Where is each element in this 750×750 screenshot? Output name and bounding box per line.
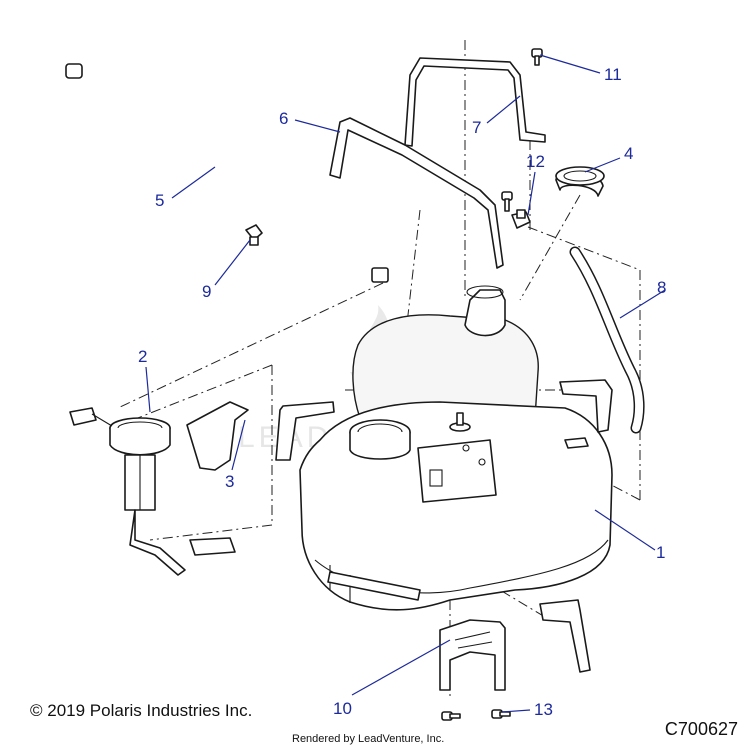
callout-5: 5 bbox=[155, 191, 164, 210]
callout-11: 11 bbox=[604, 65, 622, 84]
part-6-tank-strap bbox=[329, 117, 504, 269]
part-1-fuel-tank-back bbox=[352, 285, 539, 419]
callout-9: 9 bbox=[202, 282, 211, 301]
part-5-vent-hose bbox=[65, 63, 389, 283]
callout-12: 12 bbox=[526, 152, 545, 171]
part-2-fuel-pump bbox=[69, 407, 236, 576]
part-1-fuel-tank bbox=[299, 401, 613, 611]
part-3-tank-pads bbox=[186, 379, 613, 673]
callout-leaders bbox=[145, 54, 666, 713]
callout-1: 1 bbox=[656, 543, 665, 562]
callout-2: 2 bbox=[138, 347, 147, 366]
callout-8: 8 bbox=[657, 278, 666, 297]
part-12-fittings bbox=[501, 191, 531, 229]
part-8-filler-hose bbox=[569, 246, 645, 434]
diagram-code: C700627 bbox=[664, 719, 738, 739]
callout-numbers: 1 2 3 4 5 6 7 8 9 10 11 12 13 bbox=[138, 65, 666, 719]
rendered-by-credit: Rendered by LeadVenture, Inc. bbox=[292, 733, 445, 745]
callout-10: 10 bbox=[333, 699, 352, 718]
callout-3: 3 bbox=[225, 472, 234, 491]
copyright-notice: © 2019 Polaris Industries Inc. bbox=[30, 701, 253, 720]
part-9-fitting bbox=[245, 224, 263, 246]
callout-6: 6 bbox=[279, 109, 288, 128]
part-7-mounting-bracket bbox=[404, 57, 546, 147]
callout-7: 7 bbox=[472, 118, 481, 137]
part-10-support-bracket bbox=[439, 619, 506, 691]
callout-13: 13 bbox=[534, 700, 553, 719]
part-13-bolts bbox=[441, 709, 511, 721]
part-4-fuel-cap bbox=[555, 166, 605, 197]
part-11-bolt bbox=[531, 48, 543, 66]
callout-4: 4 bbox=[624, 144, 633, 163]
